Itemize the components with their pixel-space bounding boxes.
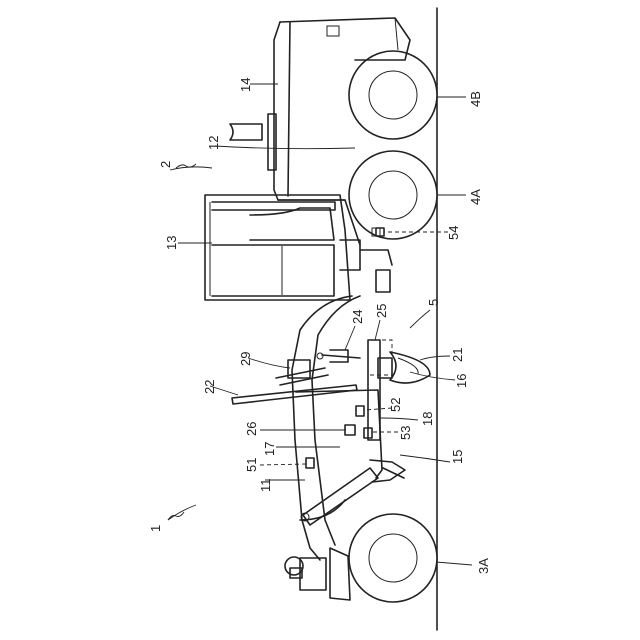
label-24: 24: [350, 310, 365, 324]
rear-wheel-4b: [349, 51, 437, 139]
label-16: 16: [454, 374, 469, 388]
sensor-51: [306, 458, 314, 468]
label-4b: 4B: [468, 91, 483, 107]
lift-cylinder-24: [317, 350, 360, 362]
rear-frame-12: [278, 200, 360, 245]
leader-3a: [436, 562, 472, 565]
leader-25: [375, 320, 380, 340]
lift-cylinder-29: [276, 360, 328, 385]
leader-29: [248, 358, 290, 368]
label-11: 11: [258, 479, 273, 493]
operator-cab-13: [205, 195, 350, 300]
label-5: 5: [426, 299, 441, 306]
front-wheel-3a: [349, 514, 437, 602]
blade-21: [390, 352, 430, 383]
leader-21: [420, 356, 450, 360]
exhaust-pipe: [230, 114, 276, 170]
leader-15: [400, 455, 450, 462]
leader-24: [345, 326, 355, 350]
label-1: 1: [148, 525, 163, 532]
label-29: 29: [238, 352, 253, 366]
leader-1: [168, 505, 196, 520]
label-25: 25: [374, 304, 389, 318]
leader-12: [215, 146, 355, 149]
lift-cylinder-22: [232, 385, 357, 404]
label-26: 26: [244, 422, 259, 436]
label-22: 22: [202, 380, 217, 394]
label-13: 13: [164, 236, 179, 250]
label-18: 18: [420, 412, 435, 426]
label-12: 12: [206, 136, 221, 150]
label-51: 51: [244, 458, 259, 472]
sensor-52: [356, 406, 364, 416]
label-53: 53: [398, 426, 413, 440]
swing-link-26: [345, 425, 355, 435]
label-14: 14: [238, 78, 253, 92]
label-4a: 4A: [468, 189, 483, 205]
label-21: 21: [450, 348, 465, 362]
label-17: 17: [262, 442, 277, 456]
label-2: 2: [158, 161, 173, 168]
rear-wheel-4a: [349, 151, 437, 239]
leader-5: [410, 310, 430, 328]
label-54: 54: [446, 226, 461, 240]
leader-51: [260, 464, 306, 465]
label-3a: 3A: [476, 558, 491, 574]
label-15: 15: [450, 450, 465, 464]
leader-16: [410, 372, 455, 380]
label-52: 52: [388, 398, 403, 412]
leader-18: [380, 418, 418, 420]
rear-ripper-15: [370, 460, 405, 482]
